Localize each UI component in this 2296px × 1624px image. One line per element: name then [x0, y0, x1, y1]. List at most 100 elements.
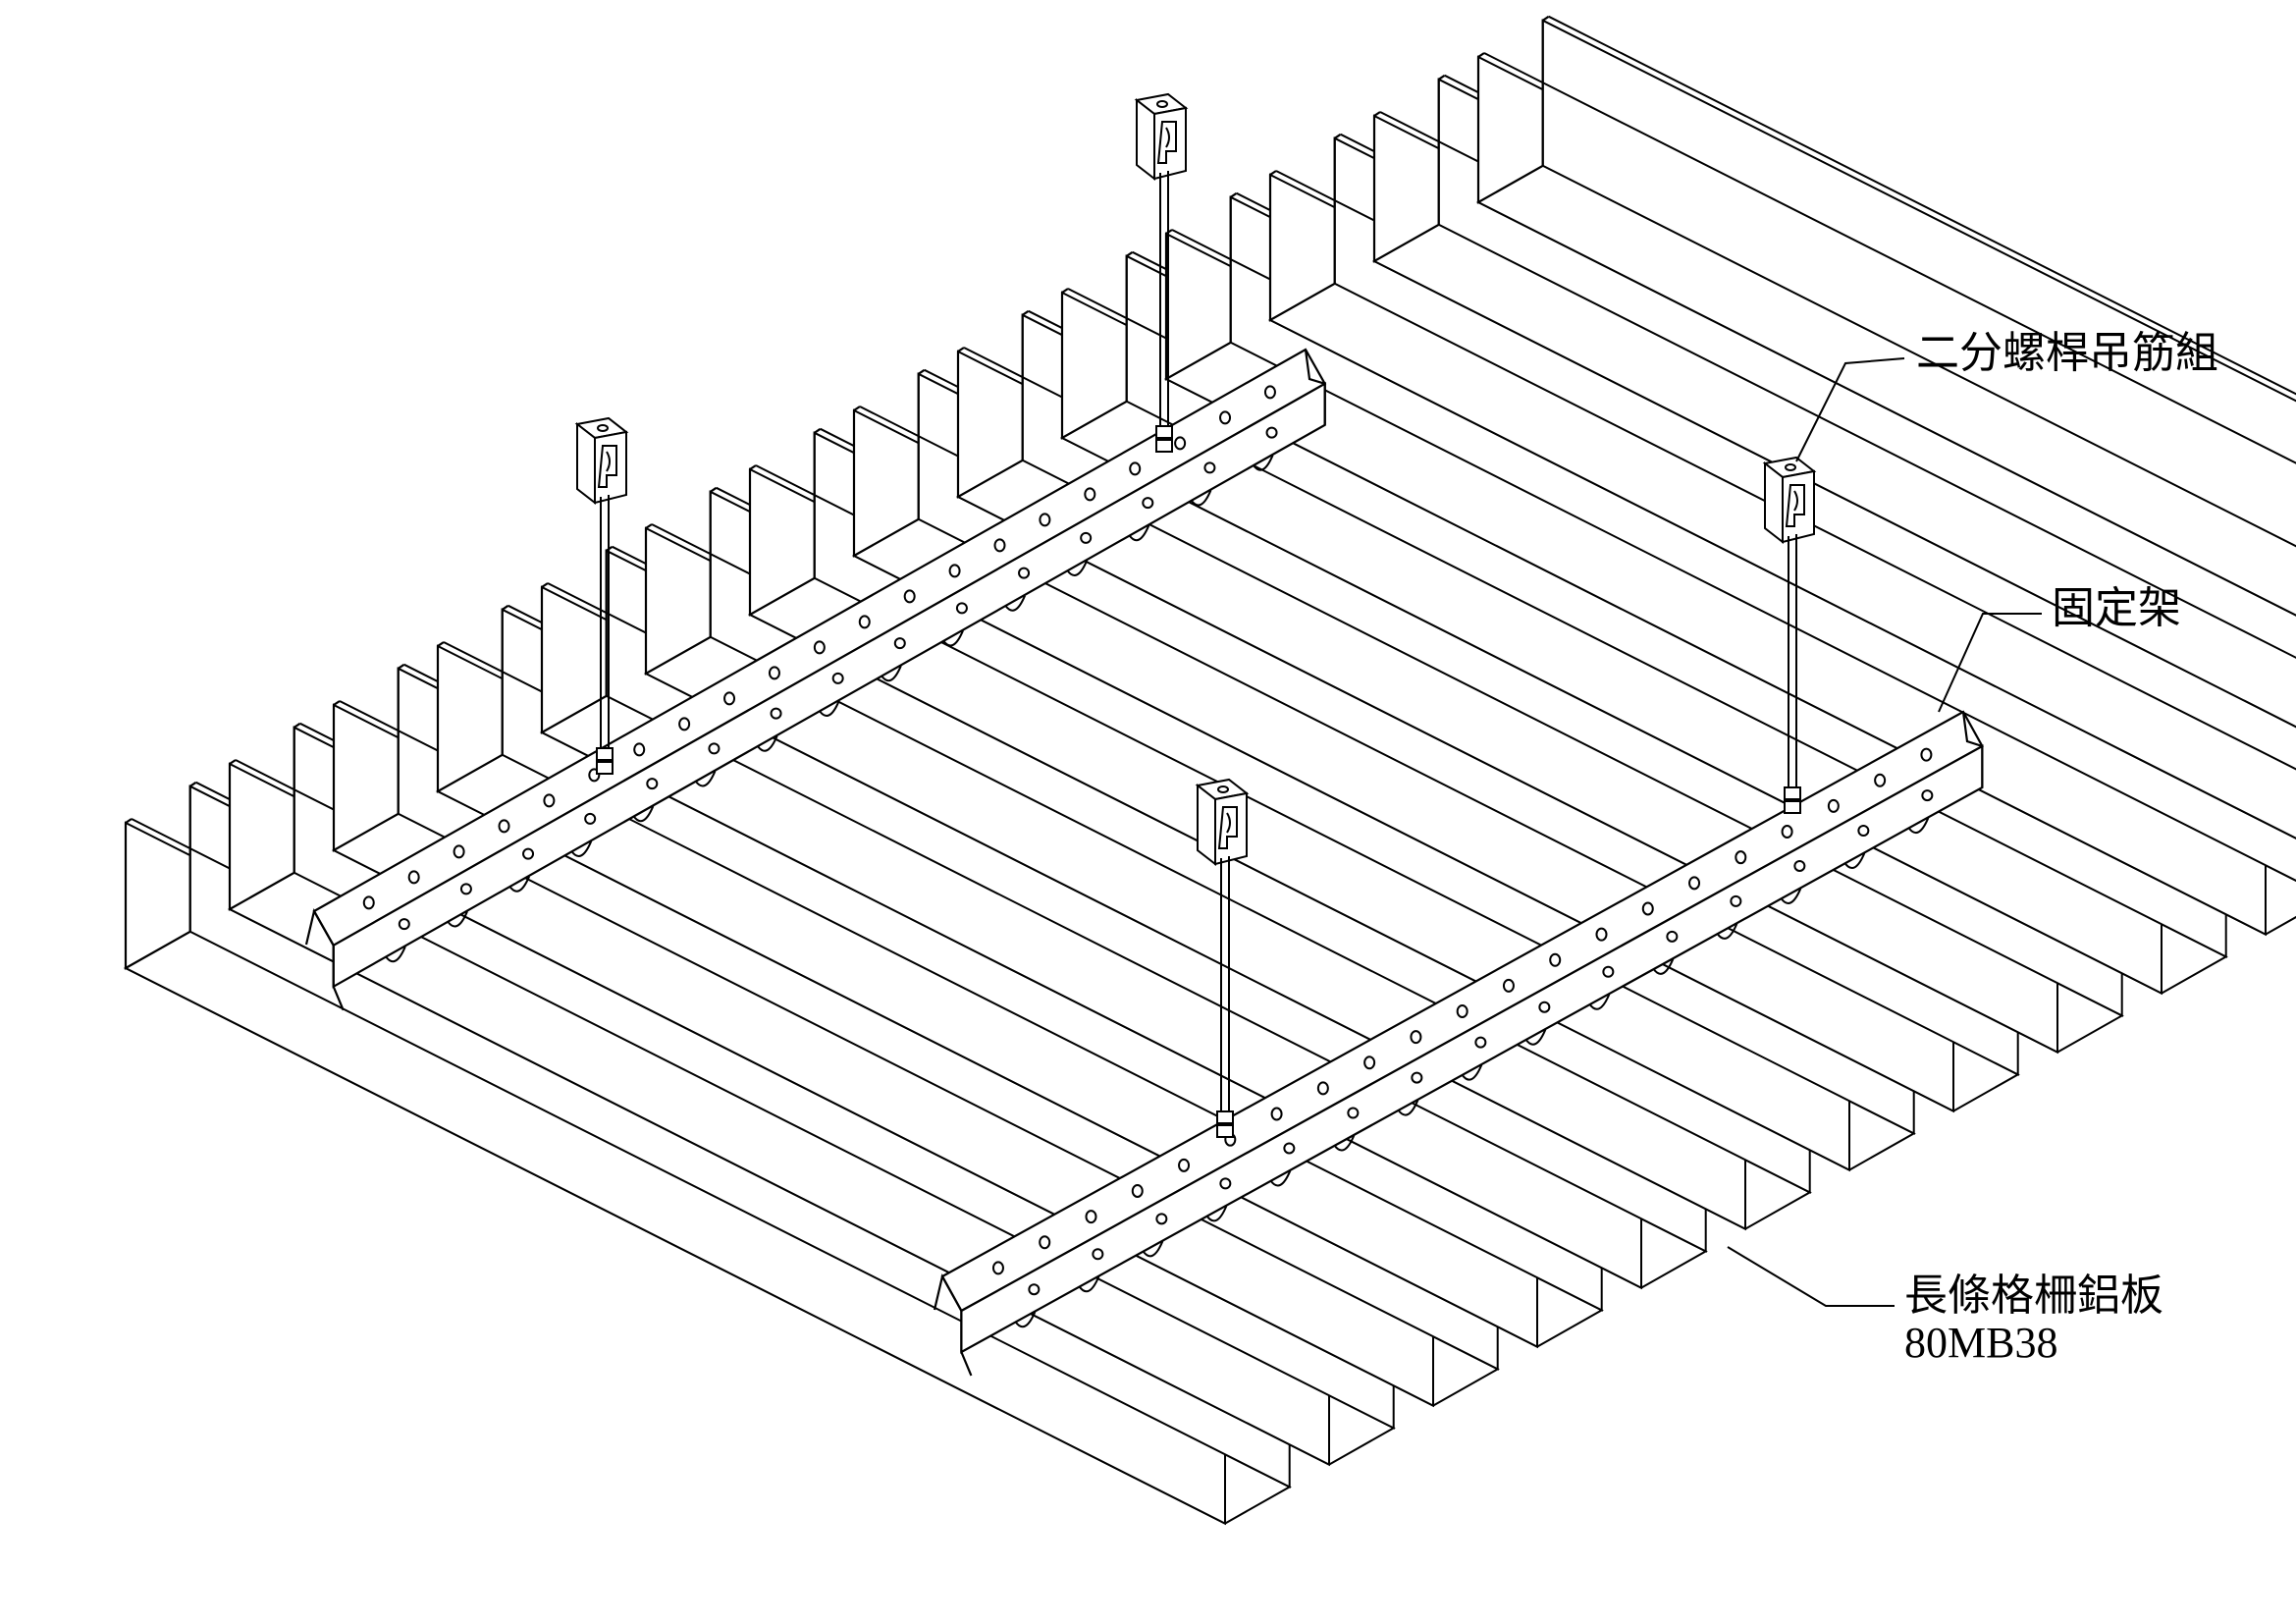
- hanger-clip: [597, 445, 617, 488]
- carrier-notch: [1397, 1100, 1419, 1116]
- carrier-hole: [1595, 927, 1608, 942]
- carrier-notch: [1078, 1275, 1100, 1293]
- carrier-notch: [385, 946, 406, 963]
- carrier-notch: [818, 700, 840, 717]
- hanger-nut: [596, 761, 614, 775]
- carrier-end-cap: [304, 908, 345, 1011]
- hanger-clip-hook: [606, 451, 611, 472]
- grille-panel: [1475, 15, 2296, 617]
- carrier-hole: [903, 589, 916, 604]
- carrier-side-hole: [1028, 1283, 1041, 1296]
- carrier-side-hole: [1666, 930, 1679, 943]
- carrier-hole: [1502, 978, 1515, 993]
- carrier-hole: [1039, 1235, 1051, 1250]
- hanger-bracket-side: [1764, 460, 1784, 545]
- hanger-clip-hook: [1226, 812, 1231, 834]
- hanger-clip: [1217, 806, 1238, 849]
- carrier-hole: [768, 666, 780, 680]
- carrier-hole: [723, 691, 736, 706]
- carrier-hole: [1456, 1004, 1468, 1019]
- panel-end-profile: [540, 545, 614, 734]
- carrier-side-hole: [1283, 1142, 1296, 1155]
- carrier-hole: [1827, 798, 1840, 813]
- carrier-hole: [813, 640, 826, 655]
- leader-lines: [1727, 357, 2042, 1307]
- carrier-notch: [1524, 1029, 1547, 1046]
- hanger-bracket-hole: [1156, 100, 1168, 108]
- carrier-side-hole: [1857, 825, 1870, 838]
- carrier-notch: [1066, 560, 1089, 576]
- carrier-notch: [570, 840, 593, 857]
- carrier-side-hole: [1411, 1071, 1423, 1084]
- carrier-notch: [1333, 1134, 1356, 1152]
- carrier-hole: [1735, 850, 1747, 865]
- carrier-hole: [1085, 1210, 1097, 1224]
- carrier-hole: [993, 538, 1006, 553]
- panel-end-profile: [748, 427, 822, 617]
- carrier-notch: [1014, 1311, 1037, 1328]
- carrier-notch: [508, 876, 531, 893]
- carrier-hole: [1131, 1183, 1144, 1198]
- panel-end-profile: [1268, 133, 1342, 322]
- hanger-rod-set: [574, 416, 629, 775]
- panel-label: 長條格柵鋁板 80MB38: [1904, 1272, 2163, 1368]
- carrier-end-cap: [1304, 349, 1326, 425]
- hanger-clip-hook: [1165, 127, 1170, 148]
- carrier-notch: [1142, 1240, 1164, 1258]
- carrier-hole: [1549, 952, 1562, 967]
- carrier-label: 固定架: [2052, 583, 2181, 633]
- leader-line: [1938, 613, 2042, 713]
- carrier-notch: [756, 735, 778, 752]
- hanger-bracket-hole: [1217, 785, 1229, 793]
- panel-end-profile: [956, 309, 1030, 499]
- panel-end-profile: [1372, 74, 1446, 263]
- carrier-side-hole: [831, 672, 844, 684]
- carrier-hole: [1129, 461, 1142, 476]
- carrier-side-hole: [1080, 531, 1093, 544]
- carrier-hole: [1363, 1056, 1376, 1070]
- carrier-hole: [1219, 410, 1232, 425]
- carrier-hole: [1263, 385, 1276, 400]
- carrier-hole: [1781, 825, 1793, 839]
- carrier-side-hole: [1347, 1107, 1360, 1119]
- carrier-side-hole: [1092, 1248, 1104, 1261]
- leader-line: [1795, 357, 1905, 462]
- carrier-notch: [1190, 489, 1212, 507]
- carrier-side-hole: [459, 883, 472, 895]
- hanger-rod-label: 二分螺桿吊筋組: [1916, 328, 2218, 378]
- hanger-nut: [1155, 425, 1173, 439]
- carrier-notch: [1843, 852, 1866, 870]
- panel-end-profile: [228, 722, 301, 911]
- carrier-notch: [1588, 994, 1611, 1010]
- panel-end-profile: [644, 486, 718, 676]
- hanger-clip: [1785, 484, 1805, 527]
- carrier-notch: [1252, 455, 1274, 471]
- hanger-nut: [596, 747, 614, 761]
- carrier-side-hole: [1793, 859, 1806, 872]
- hanger-bracket-hole: [1785, 463, 1796, 471]
- carrier-side-hole: [1203, 461, 1216, 474]
- hanger-clip-hook: [1793, 490, 1798, 512]
- hanger-nut: [1216, 1110, 1234, 1124]
- carrier-side-hole: [1538, 1001, 1551, 1013]
- carrier-notch: [1004, 595, 1027, 612]
- carrier-side-hole: [955, 602, 968, 615]
- carrier-notch: [694, 770, 717, 787]
- hanger-nut: [1784, 786, 1801, 800]
- carrier-hole: [1410, 1030, 1422, 1045]
- carrier-hole: [1270, 1107, 1283, 1121]
- hanger-nut: [1216, 1124, 1234, 1138]
- hanger-rod-set: [1762, 456, 1817, 814]
- carrier-notch: [1907, 817, 1930, 835]
- carrier-notch: [447, 910, 468, 928]
- carrier-side-hole: [1730, 894, 1742, 907]
- panel-name: 長條格柵鋁板: [1904, 1271, 2163, 1321]
- hanger-rod-set: [1134, 92, 1189, 453]
- carrier-hole: [498, 819, 510, 834]
- carrier-hole: [1874, 773, 1887, 787]
- hanger-bracket-side: [1197, 783, 1216, 867]
- carrier-hole: [633, 742, 646, 757]
- carrier-rail: [933, 710, 1984, 1377]
- carrier-hole: [1178, 1158, 1191, 1172]
